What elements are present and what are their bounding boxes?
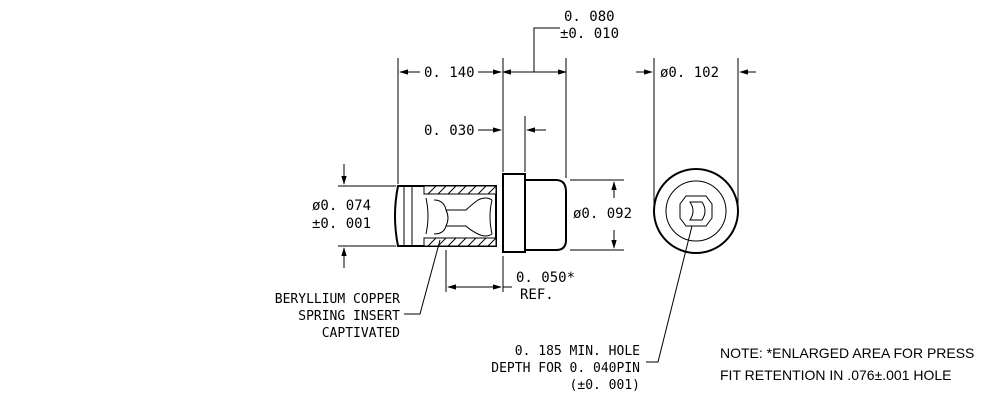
dim-080-label: 0. 080 (564, 9, 615, 25)
note-line1: NOTE: *ENLARGED AREA FOR PRESS (720, 345, 974, 361)
end-view-dimensions (636, 58, 756, 363)
hole-callout-line2: DEPTH FOR 0. 040PIN (491, 361, 640, 376)
hole-callout-line1: 0. 185 MIN. HOLE (515, 344, 640, 359)
side-view-dimensions (338, 27, 624, 315)
side-view-part (394, 173, 567, 253)
end-view-part (653, 168, 739, 254)
insert-callout-line3: CAPTIVATED (322, 326, 400, 341)
spring-insert-hatch (423, 185, 497, 247)
dim-050-label: 0. 050* (516, 270, 575, 286)
dim-030-label: 0. 030 (424, 123, 475, 139)
dim-001-tolerance: ±0. 001 (312, 216, 371, 232)
dim-010-tolerance: ±0. 010 (560, 26, 619, 42)
dim-074-label: ø0. 074 (312, 198, 371, 214)
note-line2: FIT RETENTION IN .076±.001 HOLE (720, 367, 952, 383)
hole-callout-line3: (±0. 001) (570, 378, 640, 393)
dim-ref-label: REF. (520, 287, 554, 303)
dim-092-label: ø0. 092 (573, 206, 632, 222)
dim-140-label: 0. 140 (424, 65, 475, 81)
insert-callout-line1: BERYLLIUM COPPER (275, 292, 400, 307)
dim-102-label: ø0. 102 (660, 65, 719, 81)
insert-callout-line2: SPRING INSERT (298, 309, 400, 324)
